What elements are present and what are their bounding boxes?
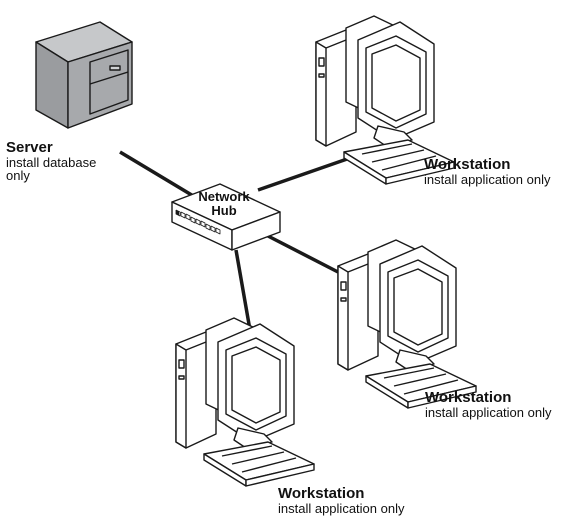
workstation-subtitle: install application only [425,404,552,420]
workstation-title: Workstation [425,389,512,406]
server-label: Server install database only [6,140,96,183]
server-subtitle-line2: only [6,168,30,184]
server-icon [35,21,133,129]
server-subtitle-line1: install database [6,154,97,170]
hub-label-line1: Network [198,189,250,204]
cable-hub-workstation-top [257,156,351,192]
cable-server-hub [119,150,201,202]
workstation-subtitle: install application only [278,500,405,516]
workstation-bottom-label: Workstation install application only [278,486,404,515]
workstation-top-label: Workstation install application only [424,157,550,186]
workstation-subtitle: install application only [424,171,551,187]
workstation-title: Workstation [278,485,365,502]
network-hub-icon [171,183,281,251]
workstation-right-label: Workstation install application only [425,390,551,419]
workstation-title: Workstation [424,156,511,173]
cable-hub-workstation-bottom [234,249,252,331]
server-title: Server [6,139,53,156]
hub-label: Network Hub [184,190,264,218]
workstation-right-icon [337,239,477,409]
workstation-bottom-icon [175,317,315,487]
cable-hub-workstation-right [267,234,339,274]
hub-label-line2: Hub [211,203,237,218]
